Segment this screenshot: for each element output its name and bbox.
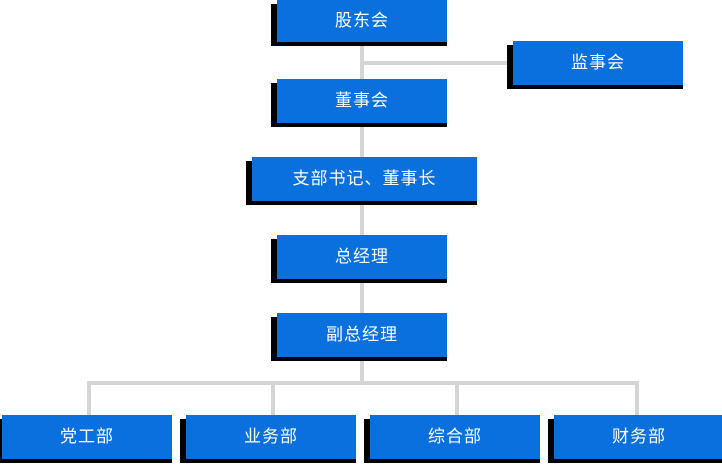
node-deputy-general-manager[interactable]: 副总经理 [271, 313, 447, 361]
node-general-manager-label: 总经理 [335, 246, 389, 267]
connector-bus-to-general-dept [455, 381, 459, 417]
connector-bus-to-finance-dept [635, 381, 639, 417]
node-supervisors[interactable]: 监事会 [507, 41, 683, 89]
node-board-of-directors[interactable]: 董事会 [271, 79, 447, 127]
node-business-department-label: 业务部 [244, 426, 298, 447]
connector-gm-to-deputy-gm [360, 279, 364, 315]
connector-bus-to-business-dept [271, 381, 275, 417]
connector-department-bus [87, 381, 639, 385]
node-branch-secretary-chairman-label: 支部书记、董事长 [292, 168, 437, 189]
node-finance-department-label: 财务部 [612, 426, 666, 447]
node-shareholders[interactable]: 股东会 [271, 0, 447, 46]
node-shareholders-label: 股东会 [335, 10, 389, 31]
node-general-affairs-department[interactable]: 综合部 [364, 415, 540, 463]
node-general-affairs-department-label: 综合部 [428, 426, 482, 447]
node-business-department[interactable]: 业务部 [180, 415, 356, 463]
node-general-manager[interactable]: 总经理 [271, 235, 447, 283]
connector-chairman-to-gm [360, 201, 364, 237]
node-board-of-directors-label: 董事会 [335, 90, 389, 111]
node-party-affairs-department[interactable]: 党工部 [0, 415, 172, 463]
connector-deputy-gm-down [360, 357, 364, 383]
node-branch-secretary-chairman[interactable]: 支部书记、董事长 [246, 157, 477, 205]
node-supervisors-label: 监事会 [571, 52, 625, 73]
connector-board-to-chairman [360, 123, 364, 159]
connector-bus-to-party-dept [87, 381, 91, 417]
node-finance-department[interactable]: 财务部 [548, 415, 722, 463]
node-party-affairs-department-label: 党工部 [60, 426, 114, 447]
connector-shareholders-to-supervisors [360, 61, 515, 65]
node-deputy-general-manager-label: 副总经理 [326, 324, 398, 345]
